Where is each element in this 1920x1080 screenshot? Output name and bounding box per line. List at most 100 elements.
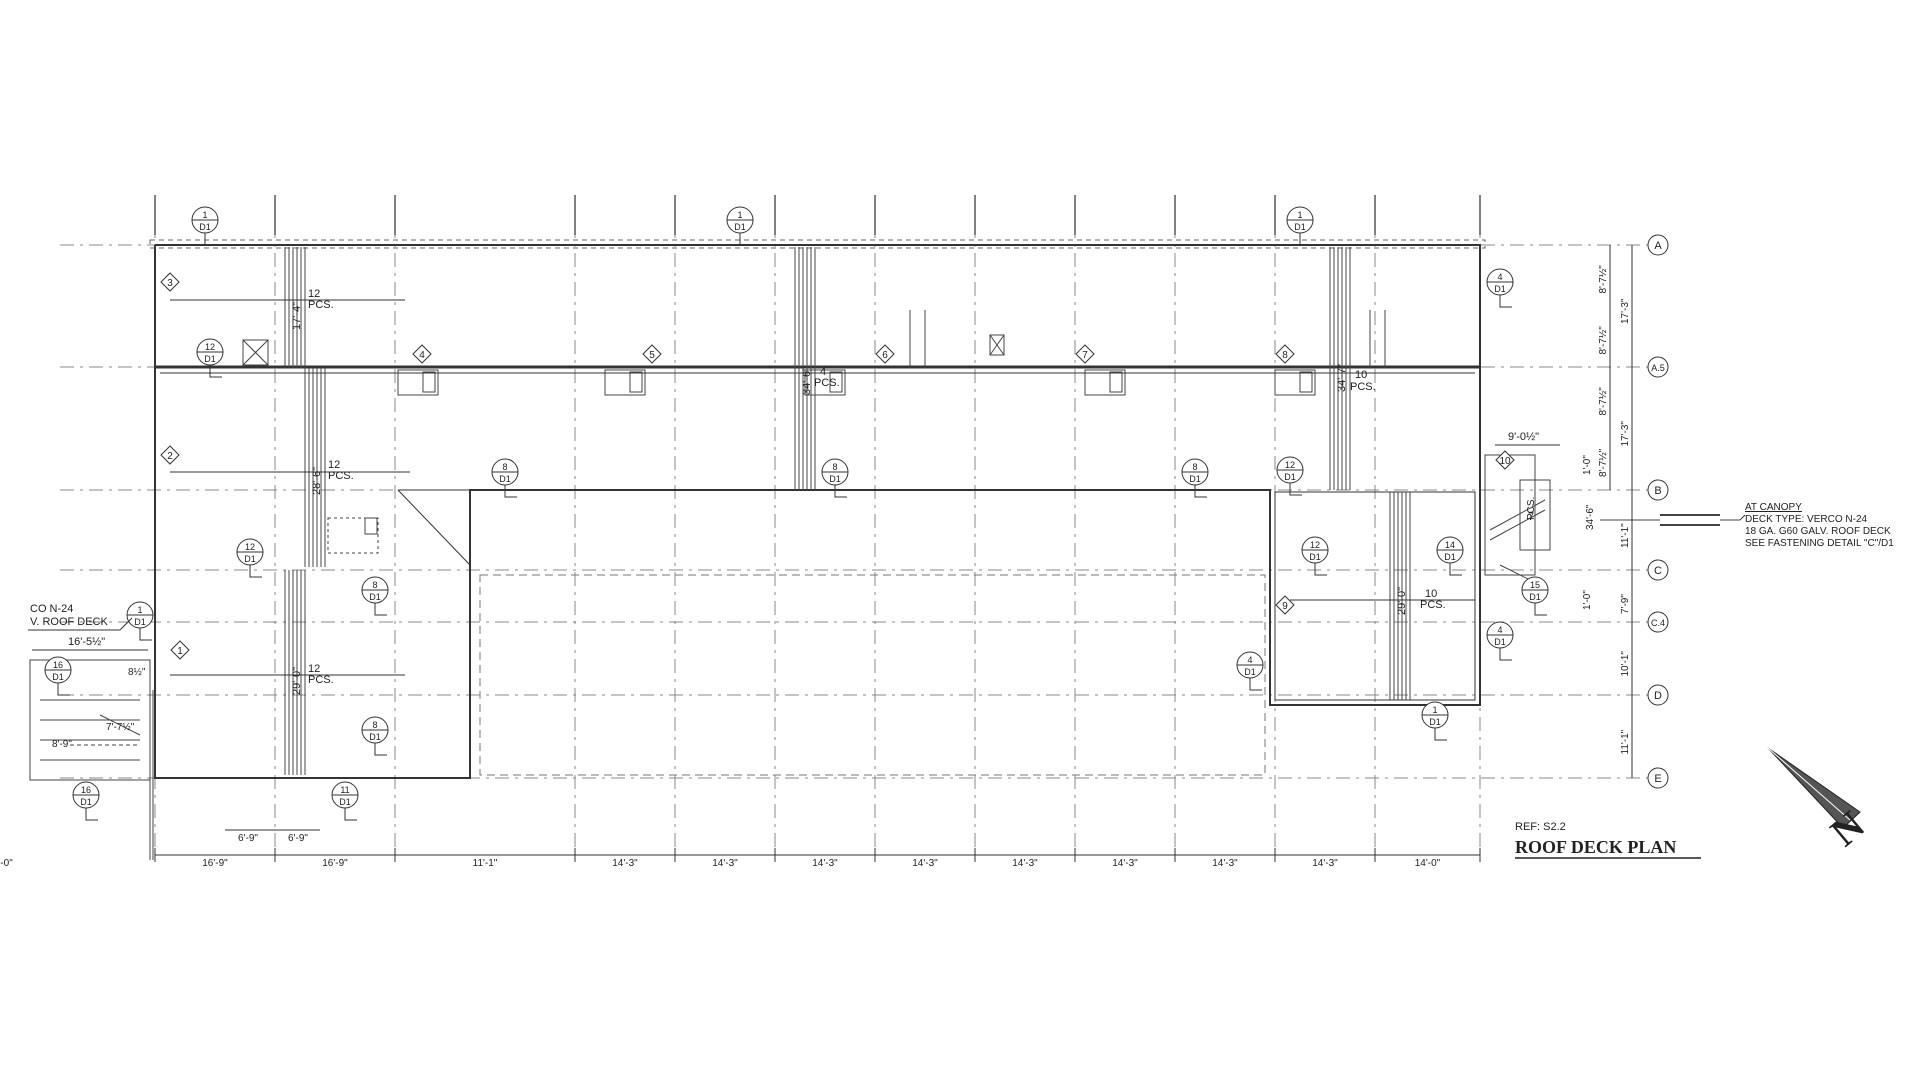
deck-span-pieces: 4 [820, 366, 826, 378]
detail-ref-bubble: 8D1 [1181, 458, 1209, 498]
dimension-text: 14'-3" [712, 858, 738, 869]
section-number: 1 [177, 646, 183, 657]
dimension-text: 6'-9" [238, 833, 258, 844]
section-number: 4 [419, 350, 425, 361]
detail-sheet: D1 [1494, 284, 1506, 294]
section-number: 8 [1282, 350, 1288, 361]
building-outline [149, 239, 1486, 779]
deck-span-3: 29'-0" 12 PCS. [170, 663, 405, 695]
dimension-text: 6'-9" [288, 833, 308, 844]
section-number: 9 [1282, 601, 1288, 612]
deck-span-5: 34'-7" 10 PCS. [1336, 364, 1376, 393]
dimension-text: 17'-3" [1620, 298, 1631, 324]
deck-span-pcs: PCS. [1350, 381, 1376, 393]
dimension-text: 14'-3" [612, 858, 638, 869]
canopy-pieces: 7 [1528, 511, 1534, 523]
detail-sheet: D1 [1189, 474, 1201, 484]
grid-bubble: C.4 [1647, 611, 1669, 633]
detail-ref-bubble: 4D1 [1486, 621, 1514, 661]
north-arrow: N [1767, 747, 1873, 855]
dimension-text: 8'-7½" [1598, 387, 1609, 416]
dimension-text: 8'-7½" [1598, 448, 1609, 477]
section-diamond: 1 [170, 640, 190, 660]
detail-ref-bubble: 4D1 [1486, 268, 1514, 308]
detail-ref-bubble: 4D1 [1236, 651, 1264, 691]
detail-number: 12 [1310, 540, 1320, 550]
canopy-note-line: DECK TYPE: VERCO N-24 [1745, 514, 1868, 525]
deck-span-pcs: PCS. [308, 299, 334, 311]
section-diamond: 5 [642, 344, 662, 364]
section-number: 7 [1082, 350, 1088, 361]
grid-letter: A.5 [1651, 363, 1665, 373]
detail-number: 1 [1297, 210, 1302, 220]
deck-span-pcs: PCS. [328, 470, 354, 482]
grid-letter: B [1654, 485, 1661, 497]
deck-hatch-3 [284, 570, 306, 775]
detail-sheet: D1 [204, 354, 216, 364]
dimension-text: 16'-9" [202, 858, 228, 869]
dimension-text: 7'-9" [1620, 594, 1631, 614]
deck-span-length: 17'-4" [291, 302, 303, 330]
dimension-text: 14'-3" [1012, 858, 1038, 869]
detail-references: 1D11D11D112D112D112D112D18D18D18D18D18D1… [44, 206, 1549, 821]
drawing-reference: REF: S2.2 [1515, 821, 1566, 833]
grid-letter: E [1654, 773, 1661, 785]
section-diamond: 3 [160, 272, 180, 292]
deck-span-annotations: 17'-4" 12 PCS. 28'-6" 12 PCS. 29'-0" 12 … [170, 288, 1560, 695]
canopy-structure [1484, 454, 1740, 581]
detail-number: 16 [81, 785, 91, 795]
left-dim: 8½" [128, 667, 146, 678]
dimension-text: 17'-3" [1620, 421, 1631, 447]
deck-span-length: 28'-6" [311, 467, 323, 495]
deck-span-pcs: PCS. [1420, 599, 1446, 611]
deck-span-pcs: PCS. [308, 674, 334, 686]
canopy-note-line: SEE FASTENING DETAIL "C"/D1 [1745, 538, 1894, 549]
detail-number: 14 [1445, 540, 1455, 550]
detail-number: 1 [202, 210, 207, 220]
detail-number: 1 [737, 210, 742, 220]
detail-number: 15 [1530, 580, 1540, 590]
deck-hatch-5 [1329, 247, 1351, 490]
deck-flute-hatches [149, 247, 1411, 860]
deck-span-pieces: 12 [308, 663, 320, 675]
deck-hatch-6 [1389, 492, 1411, 700]
section-diamond: 9 [1275, 595, 1295, 615]
dimension-text: 14'-3" [1112, 858, 1138, 869]
canopy-note-title: AT CANOPY [1745, 502, 1802, 513]
detail-ref-bubble: 1D1 [126, 601, 154, 641]
right-dimension-string: 17'-3"17'-3"11'-1"7'-9"10'-1"11'-1"8'-7½… [1582, 245, 1633, 778]
deck-span-pcs: PCS. [814, 377, 840, 389]
detail-ref-bubble: 1D1 [191, 206, 219, 246]
deck-span-length: 29'-0" [291, 667, 303, 695]
deck-span-6: 29'-0" 10 PCS. [1290, 587, 1475, 615]
title-block: REF: S2.2 ROOF DECK PLAN [1515, 821, 1701, 859]
section-diamond: 6 [875, 344, 895, 364]
detail-ref-bubble: 1D1 [726, 206, 754, 246]
grid-bubble: D [1647, 684, 1669, 706]
detail-number: 8 [1192, 462, 1197, 472]
dimension-text: 1'-0" [1582, 455, 1593, 475]
canopy-span: 9'-0½" 7 PCS. [1495, 431, 1560, 523]
detail-sheet: D1 [499, 474, 511, 484]
detail-ref-bubble: 8D1 [361, 576, 389, 616]
detail-number: 12 [245, 542, 255, 552]
section-diamond: 8 [1275, 344, 1295, 364]
deck-hatch-1 [284, 247, 306, 368]
dimension-text: 11'-1" [473, 858, 498, 869]
grid-bubble: A [1647, 234, 1669, 256]
detail-number: 4 [1247, 655, 1252, 665]
left-note-line: V. ROOF DECK [30, 616, 108, 628]
dimension-text: 11'-1" [1620, 523, 1631, 548]
detail-sheet: D1 [1444, 552, 1456, 562]
detail-ref-bubble: 8D1 [361, 716, 389, 756]
canopy-width-dim: 9'-0½" [1508, 431, 1539, 443]
detail-number: 11 [340, 785, 349, 795]
dimension-text: 34'-6" [1585, 504, 1596, 530]
roof-openings [242, 310, 1386, 554]
